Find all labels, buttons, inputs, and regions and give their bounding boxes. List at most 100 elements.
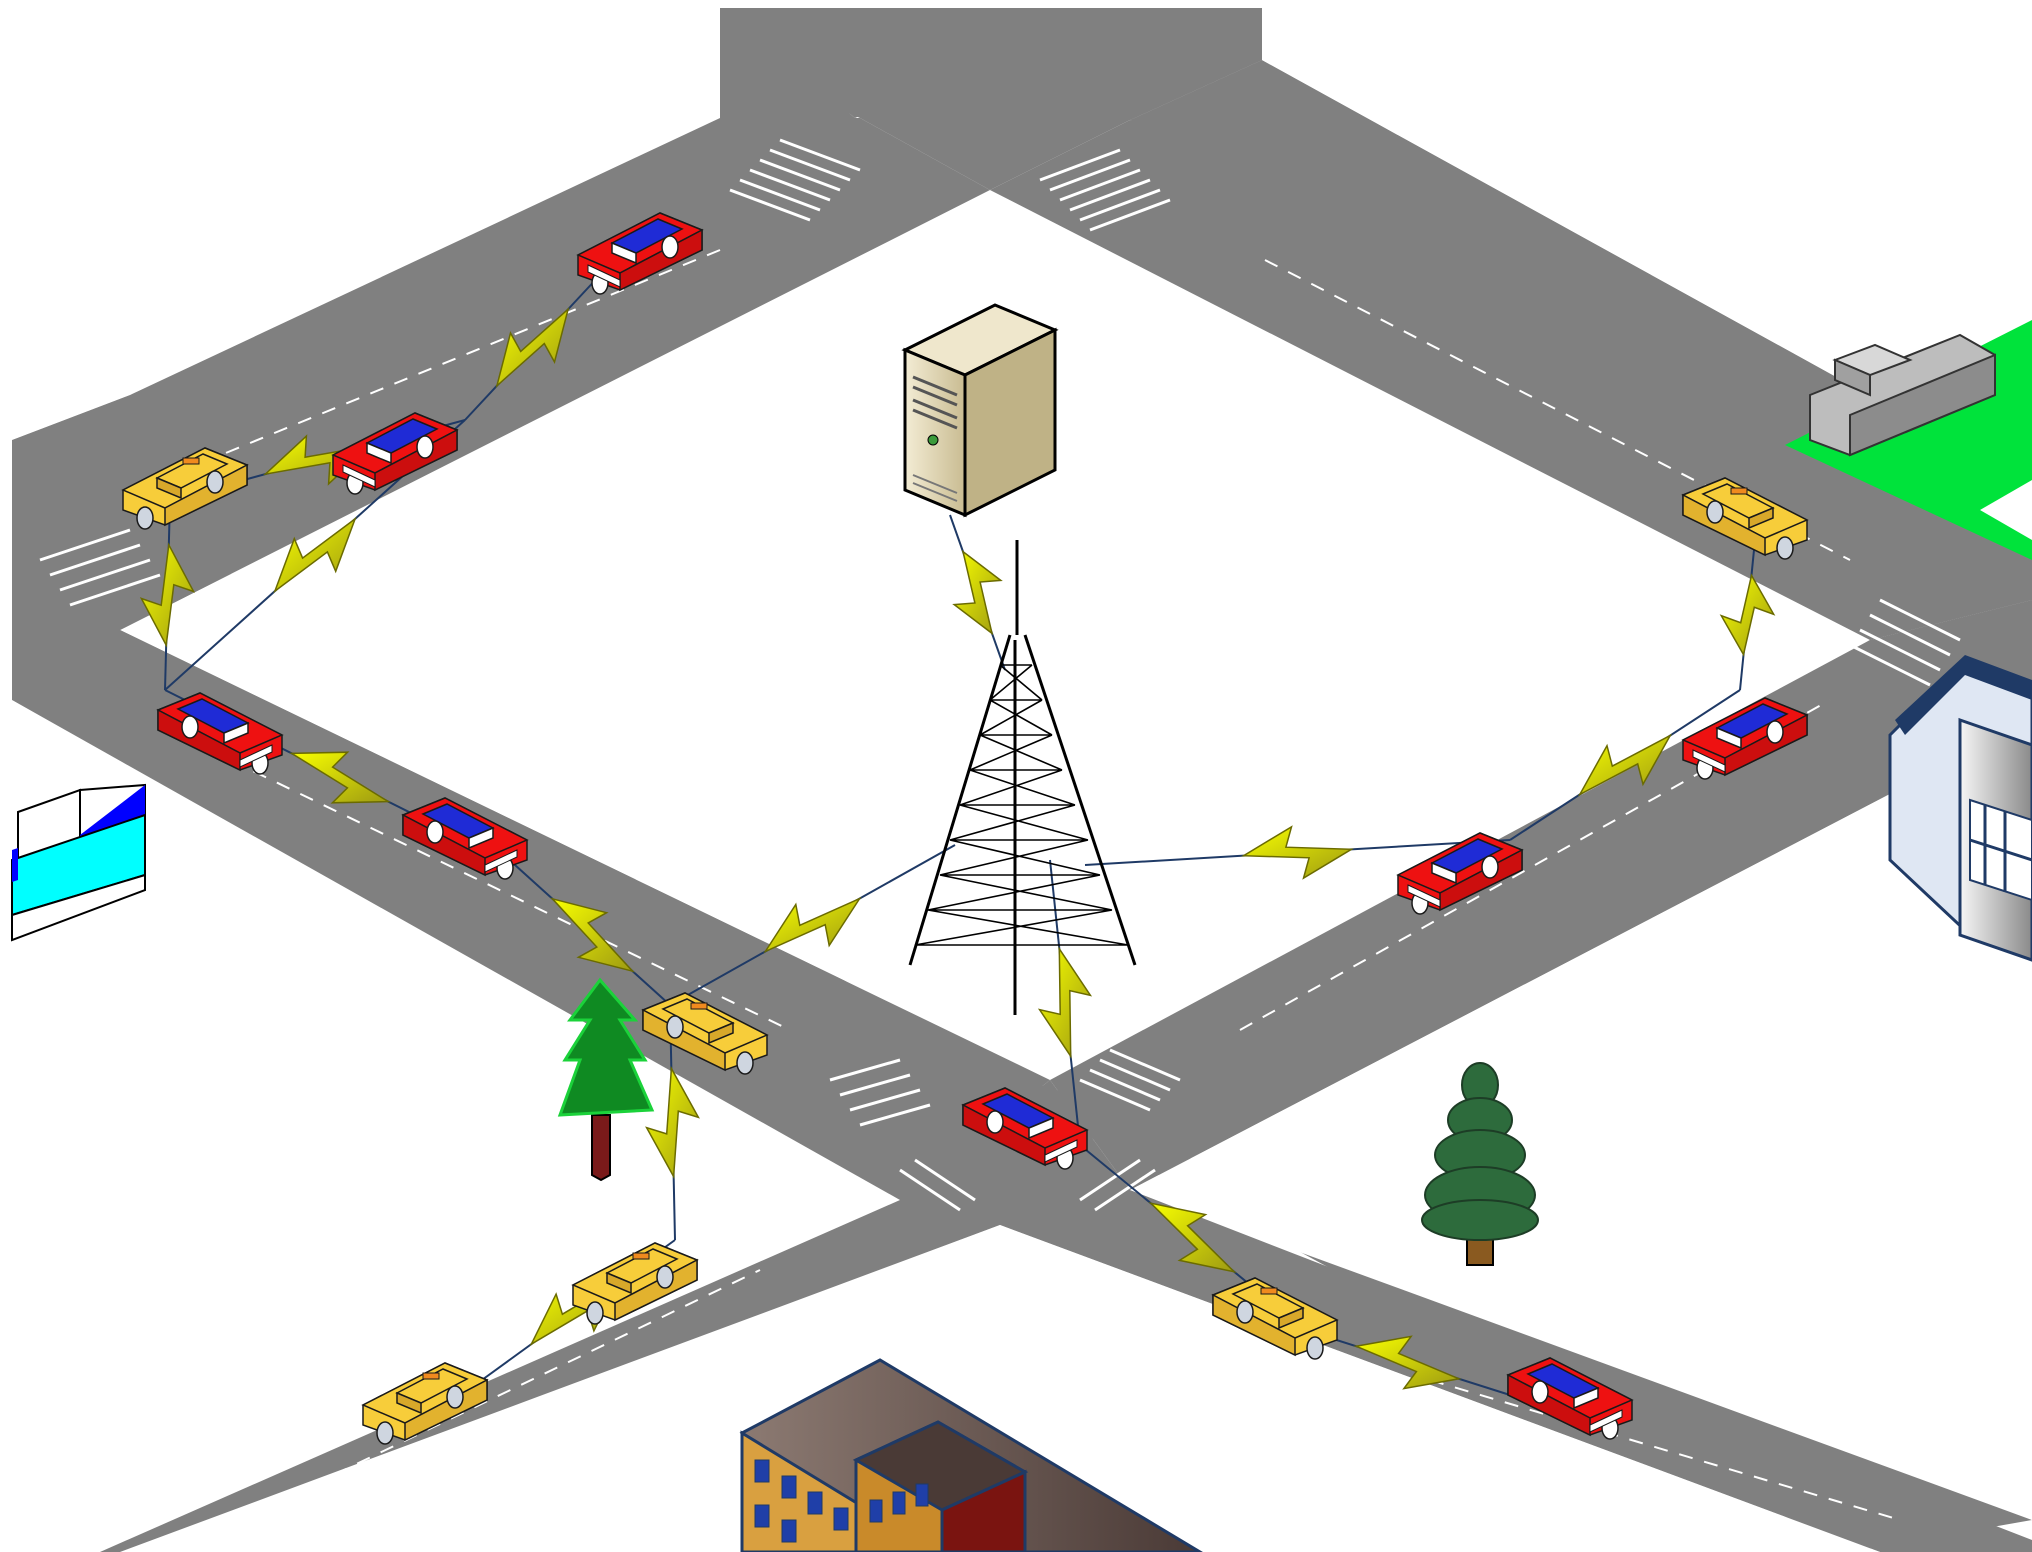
taxi-icon <box>1211 1277 1339 1360</box>
wireless-links <box>139 274 1776 1396</box>
red-car-7 <box>961 1087 1089 1170</box>
pine-tree-left <box>557 977 655 1182</box>
lot-pad <box>1980 480 2032 540</box>
city-block-right <box>1130 720 2032 1520</box>
red-car-icon <box>1396 832 1524 915</box>
car-wheel <box>206 470 224 494</box>
car-tail-plate <box>1044 1139 1078 1163</box>
lightning-bolt-icon <box>263 434 372 486</box>
red-car-icon <box>156 692 284 775</box>
crosswalks <box>39 138 1961 1212</box>
car-cabin-side <box>1748 506 1774 530</box>
lightning-bolt-icon <box>273 516 357 594</box>
lightning-bolt-icon <box>1241 825 1354 880</box>
lightning-bolt-icon <box>1719 573 1776 657</box>
lightning-bolt-icon <box>1148 1201 1237 1274</box>
link-red-car-4-taxi-2 <box>514 864 671 1006</box>
lightning-bolt-icon <box>645 1065 700 1180</box>
taxi-1 <box>121 447 249 530</box>
car-wheel <box>1766 720 1784 744</box>
car-wheel <box>1236 1300 1254 1324</box>
red-car-icon <box>961 1087 1089 1170</box>
red-car-icon <box>401 797 529 880</box>
lane-upper-left <box>159 249 721 481</box>
link-cell-tower-server <box>949 514 1006 671</box>
car-cabin-side <box>1028 1116 1054 1140</box>
taxi-icon <box>571 1242 699 1325</box>
link-red-car-1-red-car-2 <box>464 274 601 421</box>
red-car-icon <box>1506 1357 1634 1440</box>
spruce-tree-right-foliage <box>1421 1062 1539 1241</box>
link-cell-tower-red-car-7 <box>1037 859 1093 1146</box>
car-wheel <box>181 715 199 739</box>
city-block-top-left <box>0 0 720 440</box>
road-lower-right-lane <box>1050 600 2032 1190</box>
taxi-icon <box>121 447 249 530</box>
car-tail-plate <box>484 849 518 873</box>
taxi-icon <box>1681 477 1809 560</box>
red-car-3 <box>156 692 284 775</box>
apartment-building-bottom <box>739 1358 1203 1552</box>
gas-station-lot <box>1785 320 2032 560</box>
car-wheel <box>1481 855 1499 879</box>
red-car-icon <box>576 212 704 295</box>
lightning-bolt-icon <box>495 307 570 388</box>
car-wheel <box>986 1110 1004 1134</box>
car-cabin-side <box>156 476 182 500</box>
spruce-tree-right <box>1421 1062 1539 1266</box>
taxi-roof-light <box>690 1002 708 1010</box>
car-wheel <box>656 1265 674 1289</box>
car-cabin-side <box>1573 1386 1599 1410</box>
crosswalk-bottom <box>899 1158 1156 1212</box>
car-tail-plate <box>1692 749 1726 773</box>
car-wheel <box>586 1301 604 1325</box>
car-wheel <box>1306 1336 1324 1360</box>
car-tail-plate <box>587 264 621 288</box>
link-red-car-5-red-car-6 <box>1509 689 1741 841</box>
road-bottom-arms <box>70 1080 2032 1552</box>
red-car-8 <box>1506 1357 1634 1440</box>
car-wheel <box>661 235 679 259</box>
city-block-bottom <box>130 1225 1880 1552</box>
lightning-bolt-icon <box>763 896 862 954</box>
red-car-4 <box>401 797 529 880</box>
lane-bottom-left <box>239 1269 761 1521</box>
car-wheel <box>446 1385 464 1409</box>
car-wheel <box>736 1051 754 1075</box>
car-cabin-side <box>1278 1306 1304 1330</box>
car-cabin-side <box>606 1271 632 1295</box>
car-wheel <box>1706 500 1724 524</box>
red-car-6 <box>1396 832 1524 915</box>
car-wheel <box>376 1421 394 1445</box>
crosswalk-top-right <box>1039 148 1171 232</box>
car-wheel <box>416 435 434 459</box>
car-cabin-side <box>366 441 392 465</box>
car-wheel <box>1776 536 1794 560</box>
lightning-bolt-icon <box>1353 1335 1462 1390</box>
taxi-6 <box>361 1362 489 1445</box>
taxi-3 <box>1681 477 1809 560</box>
car-cabin-side <box>708 1021 734 1045</box>
crosswalk-top-left <box>729 138 861 222</box>
crosswalk-right <box>1849 598 1961 687</box>
car-wheel <box>426 820 444 844</box>
lightning-bolt-icon <box>289 751 391 804</box>
taxi-roof-light <box>632 1252 650 1260</box>
link-taxi-4-red-car-8 <box>1304 1329 1511 1396</box>
car-cabin-side <box>611 241 637 265</box>
vehicles <box>121 212 1809 1445</box>
taxi-5 <box>571 1242 699 1325</box>
car-tail-plate <box>239 744 273 768</box>
crosswalk-left <box>39 528 161 607</box>
car-wheel <box>1531 1380 1549 1404</box>
taxi-roof-light <box>1260 1287 1278 1295</box>
taxi-2 <box>641 992 769 1075</box>
car-tail-plate <box>342 464 376 488</box>
car-cabin-side <box>468 826 494 850</box>
cell-tower <box>908 540 1137 1015</box>
red-car-2 <box>331 412 459 495</box>
car-wheel <box>136 506 154 530</box>
link-taxi-2-cell-tower <box>669 844 956 1006</box>
taxi-icon <box>641 992 769 1075</box>
taxi-roof-light <box>422 1372 440 1380</box>
